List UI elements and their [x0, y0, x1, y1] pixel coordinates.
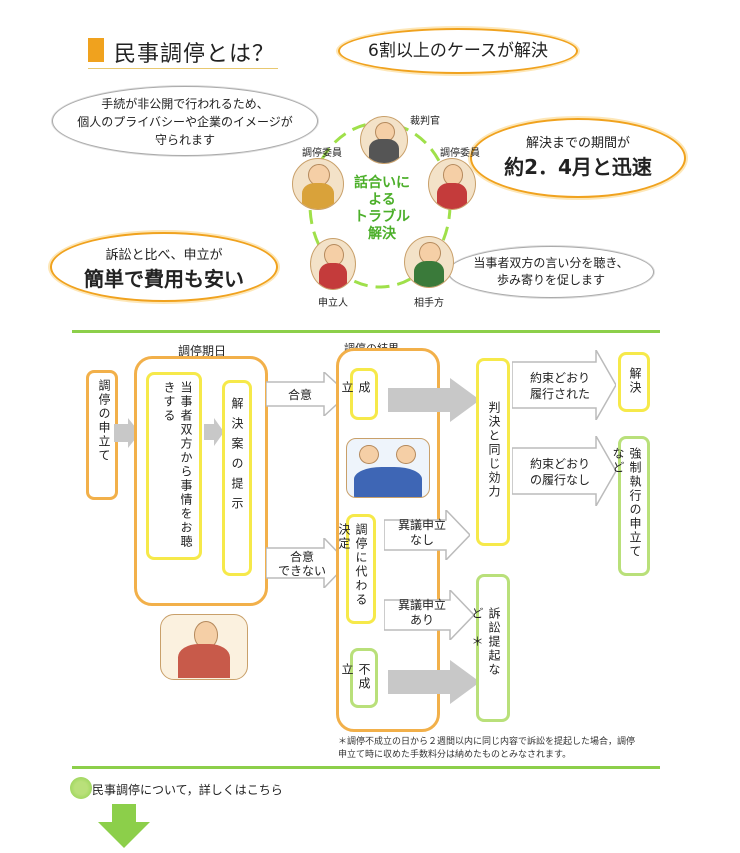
center-line-3: トラブル — [354, 209, 410, 225]
divider-bottom — [72, 766, 660, 769]
applicant-label: 申立人 — [318, 298, 348, 309]
center-line-1: 話合いに — [354, 175, 410, 191]
not-performed-line-1: 約束どおり — [530, 457, 591, 471]
title-accent-bar — [88, 38, 104, 62]
objection-yes-line-2: あり — [410, 613, 435, 627]
objection-yes-line-1: 異議申立 — [398, 598, 447, 612]
respondent-illustration — [404, 236, 454, 288]
hearing-box: 当事者双方から事情をお聴きする — [146, 372, 202, 560]
privacy-line-1: 手続が非公開で行われるため、 — [101, 97, 269, 111]
arrow-established — [388, 378, 480, 422]
not-performed-line-2: の履行なし — [530, 473, 591, 487]
link-bullet-icon — [70, 777, 92, 799]
applicant-illustration — [310, 238, 356, 290]
footnote: ＊調停不成立の日から２週間以内に同じ内容で訴訟を提起した場合，調停 申立て時に収… — [338, 736, 635, 762]
objection-yes-label: 異議申立 あり — [398, 598, 446, 628]
performed-line-2: 履行された — [530, 387, 591, 401]
solved-box: 解決 — [618, 352, 650, 412]
agree-label: 合意 — [288, 388, 313, 402]
privacy-line-3: 守られます — [154, 133, 215, 147]
down-arrow-icon[interactable] — [98, 804, 150, 848]
session-label: 調停期日 — [178, 344, 227, 358]
enforce-box: 強制執行の申立てなど — [611, 436, 650, 576]
established-box: 成立 — [340, 368, 378, 420]
judge-label: 裁判官 — [410, 116, 440, 127]
arrow-performed — [512, 350, 616, 420]
proposal-box: 解決案の提示 — [222, 380, 252, 576]
mediator-right-illustration — [428, 158, 476, 210]
arrow-failed — [388, 660, 480, 704]
listen-bubble: 当事者双方の言い分を聴き、 歩み寄りを促します — [448, 246, 654, 298]
objection-none-line-2: なし — [410, 533, 435, 547]
period-bubble: 解決までの期間が 約2．4月と迅速 — [470, 118, 686, 198]
privacy-bubble: 手続が非公開で行われるため、 個人のプライバシーや企業のイメージが 守られます — [52, 86, 318, 156]
decision-box: 調停に代わる決定 — [337, 514, 376, 624]
objection-none-line-1: 異議申立 — [398, 518, 447, 532]
privacy-line-2: 個人のプライバシーや企業のイメージが — [77, 115, 293, 129]
performed-label: 約束どおり 履行された — [530, 370, 590, 402]
discussion-center-text: 話合いに よる トラブル 解決 — [338, 175, 426, 243]
mediator-left-illustration — [292, 158, 344, 210]
page-title: 民事調停とは？ — [114, 42, 276, 67]
lawsuit-box: 訴訟提起など ＊ — [470, 574, 510, 722]
divider-top — [72, 330, 660, 333]
objection-none-label: 異議申立 なし — [398, 518, 446, 548]
title-underline — [88, 68, 278, 69]
center-line-2: よる — [368, 192, 396, 208]
arrow-objection-none — [384, 510, 470, 560]
handshake-illustration — [346, 438, 430, 498]
not-performed-label: 約束どおり の履行なし — [530, 456, 590, 488]
arrow-objection-yes — [384, 590, 474, 640]
period-small-text: 解決までの期間が — [525, 136, 630, 151]
period-big-text: 約2．4月と迅速 — [504, 155, 652, 179]
disagree-line-1: 合意 — [290, 550, 315, 564]
cheap-big-text: 簡単で費用も安い — [84, 267, 244, 291]
arrow-hearing — [204, 418, 224, 446]
resolve-rate-bubble: 6割以上のケースが解決 — [338, 28, 578, 74]
cheap-small-text: 訴訟と比べ、申立が — [105, 248, 223, 263]
same-effect-box: 判決と同じ効力 — [476, 358, 510, 546]
listen-line-2: 歩み寄りを促します — [496, 273, 605, 287]
listen-line-1: 当事者双方の言い分を聴き、 — [473, 256, 629, 270]
failed-box: 不成立 — [340, 648, 378, 708]
cheap-bubble: 訴訟と比べ、申立が 簡単で費用も安い — [50, 232, 278, 302]
judge-illustration — [360, 116, 408, 164]
arrow-not-performed — [512, 436, 616, 506]
mediator-right-label: 調停委員 — [440, 148, 480, 159]
respondent-label: 相手方 — [414, 298, 444, 309]
footnote-line-1: ＊調停不成立の日から２週間以内に同じ内容で訴訟を提起した場合，調停 — [338, 737, 636, 747]
arrow-petition — [114, 418, 140, 448]
detail-link[interactable]: 民事調停について，詳しくはこちら — [92, 783, 283, 797]
performed-line-1: 約束どおり — [530, 371, 591, 385]
disagree-line-2: できない — [278, 564, 327, 578]
center-line-4: 解決 — [368, 226, 396, 242]
judge-desk-illustration — [160, 614, 248, 680]
resolve-rate-text: 6割以上のケースが解決 — [368, 41, 548, 61]
disagree-label: 合意 できない — [278, 550, 326, 578]
mediator-left-label: 調停委員 — [302, 148, 342, 159]
footnote-line-2: 申立て時に収めた手数料分は納めたものとみなされます。 — [338, 750, 572, 760]
